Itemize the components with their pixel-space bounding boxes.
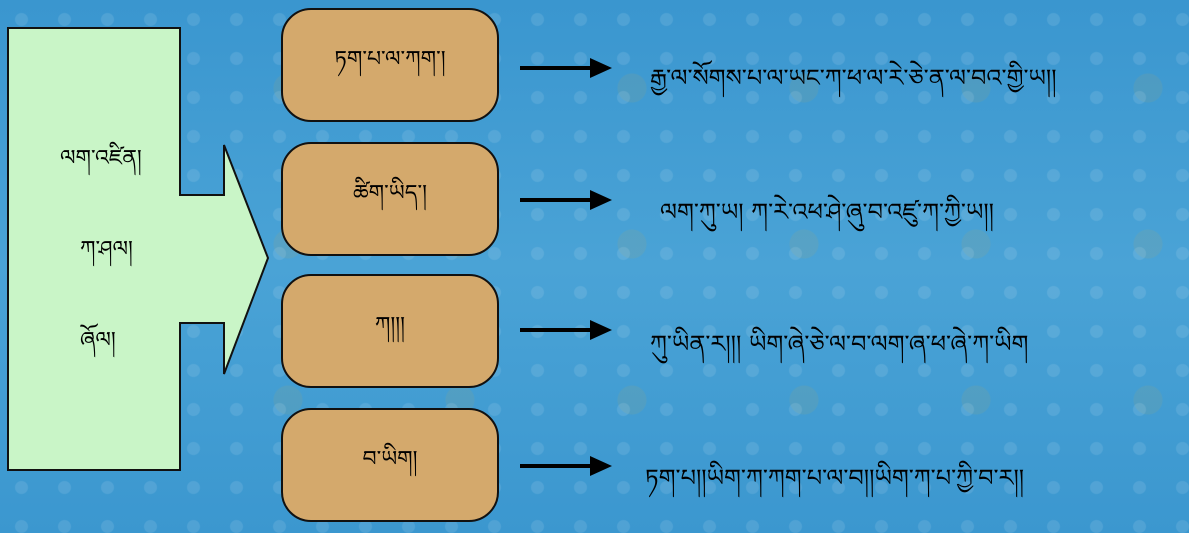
category-box-label: ཚིག་ཡིད་། <box>353 181 427 206</box>
left-arrow-panel <box>7 27 270 471</box>
category-box-label: བ་ཡིག། <box>362 447 418 472</box>
category-box: ཚིག་ཡིད་། <box>281 142 499 256</box>
right-arrow <box>520 190 612 210</box>
right-arrow <box>520 456 612 476</box>
result-text: རྒྱ་ལ་སོགས་པ་ལ་ཡང་ཀ་ཕ་ལ་རེ་ཅེ་ན་ལ་བའ་གྱི… <box>650 64 1057 92</box>
category-box-label: ཀ།།། <box>374 313 406 338</box>
result-text: ཀུ་ཡིན་ར།།། ཡིག་ཞེ་ཅེ་ལ་བ་ལག་ཞ་ཕ་ཞེ་ཀ་ཡི… <box>650 330 1029 358</box>
left-panel-item: ལག་འཛིན། <box>60 146 142 171</box>
category-box-label: ཏག་པ་ལ་ཀག་། <box>334 47 446 72</box>
result-text: ལག་ཀུ་ཡ། ཀ་རེ་འཕ་ཤེ་ཞུ་བ་འཛུ་ཀ་ཀྱི་ཡ།། <box>660 198 995 226</box>
category-box: ཀ།།། <box>281 274 499 388</box>
category-box: ཏག་པ་ལ་ཀག་། <box>281 8 499 122</box>
result-text: ཏག་པ།།ཡིག་ཀ་ཀག་པ་ལ་བ།།ཡིག་ཀ་པ་ཀྱི་བ་ར།། <box>645 464 1025 492</box>
left-panel-item: ཞོལ། <box>80 328 116 353</box>
right-arrow <box>520 58 612 78</box>
left-panel-item: ཀ་ཤལ། <box>80 237 133 262</box>
right-arrow <box>520 320 612 340</box>
category-box: བ་ཡིག། <box>281 408 499 522</box>
